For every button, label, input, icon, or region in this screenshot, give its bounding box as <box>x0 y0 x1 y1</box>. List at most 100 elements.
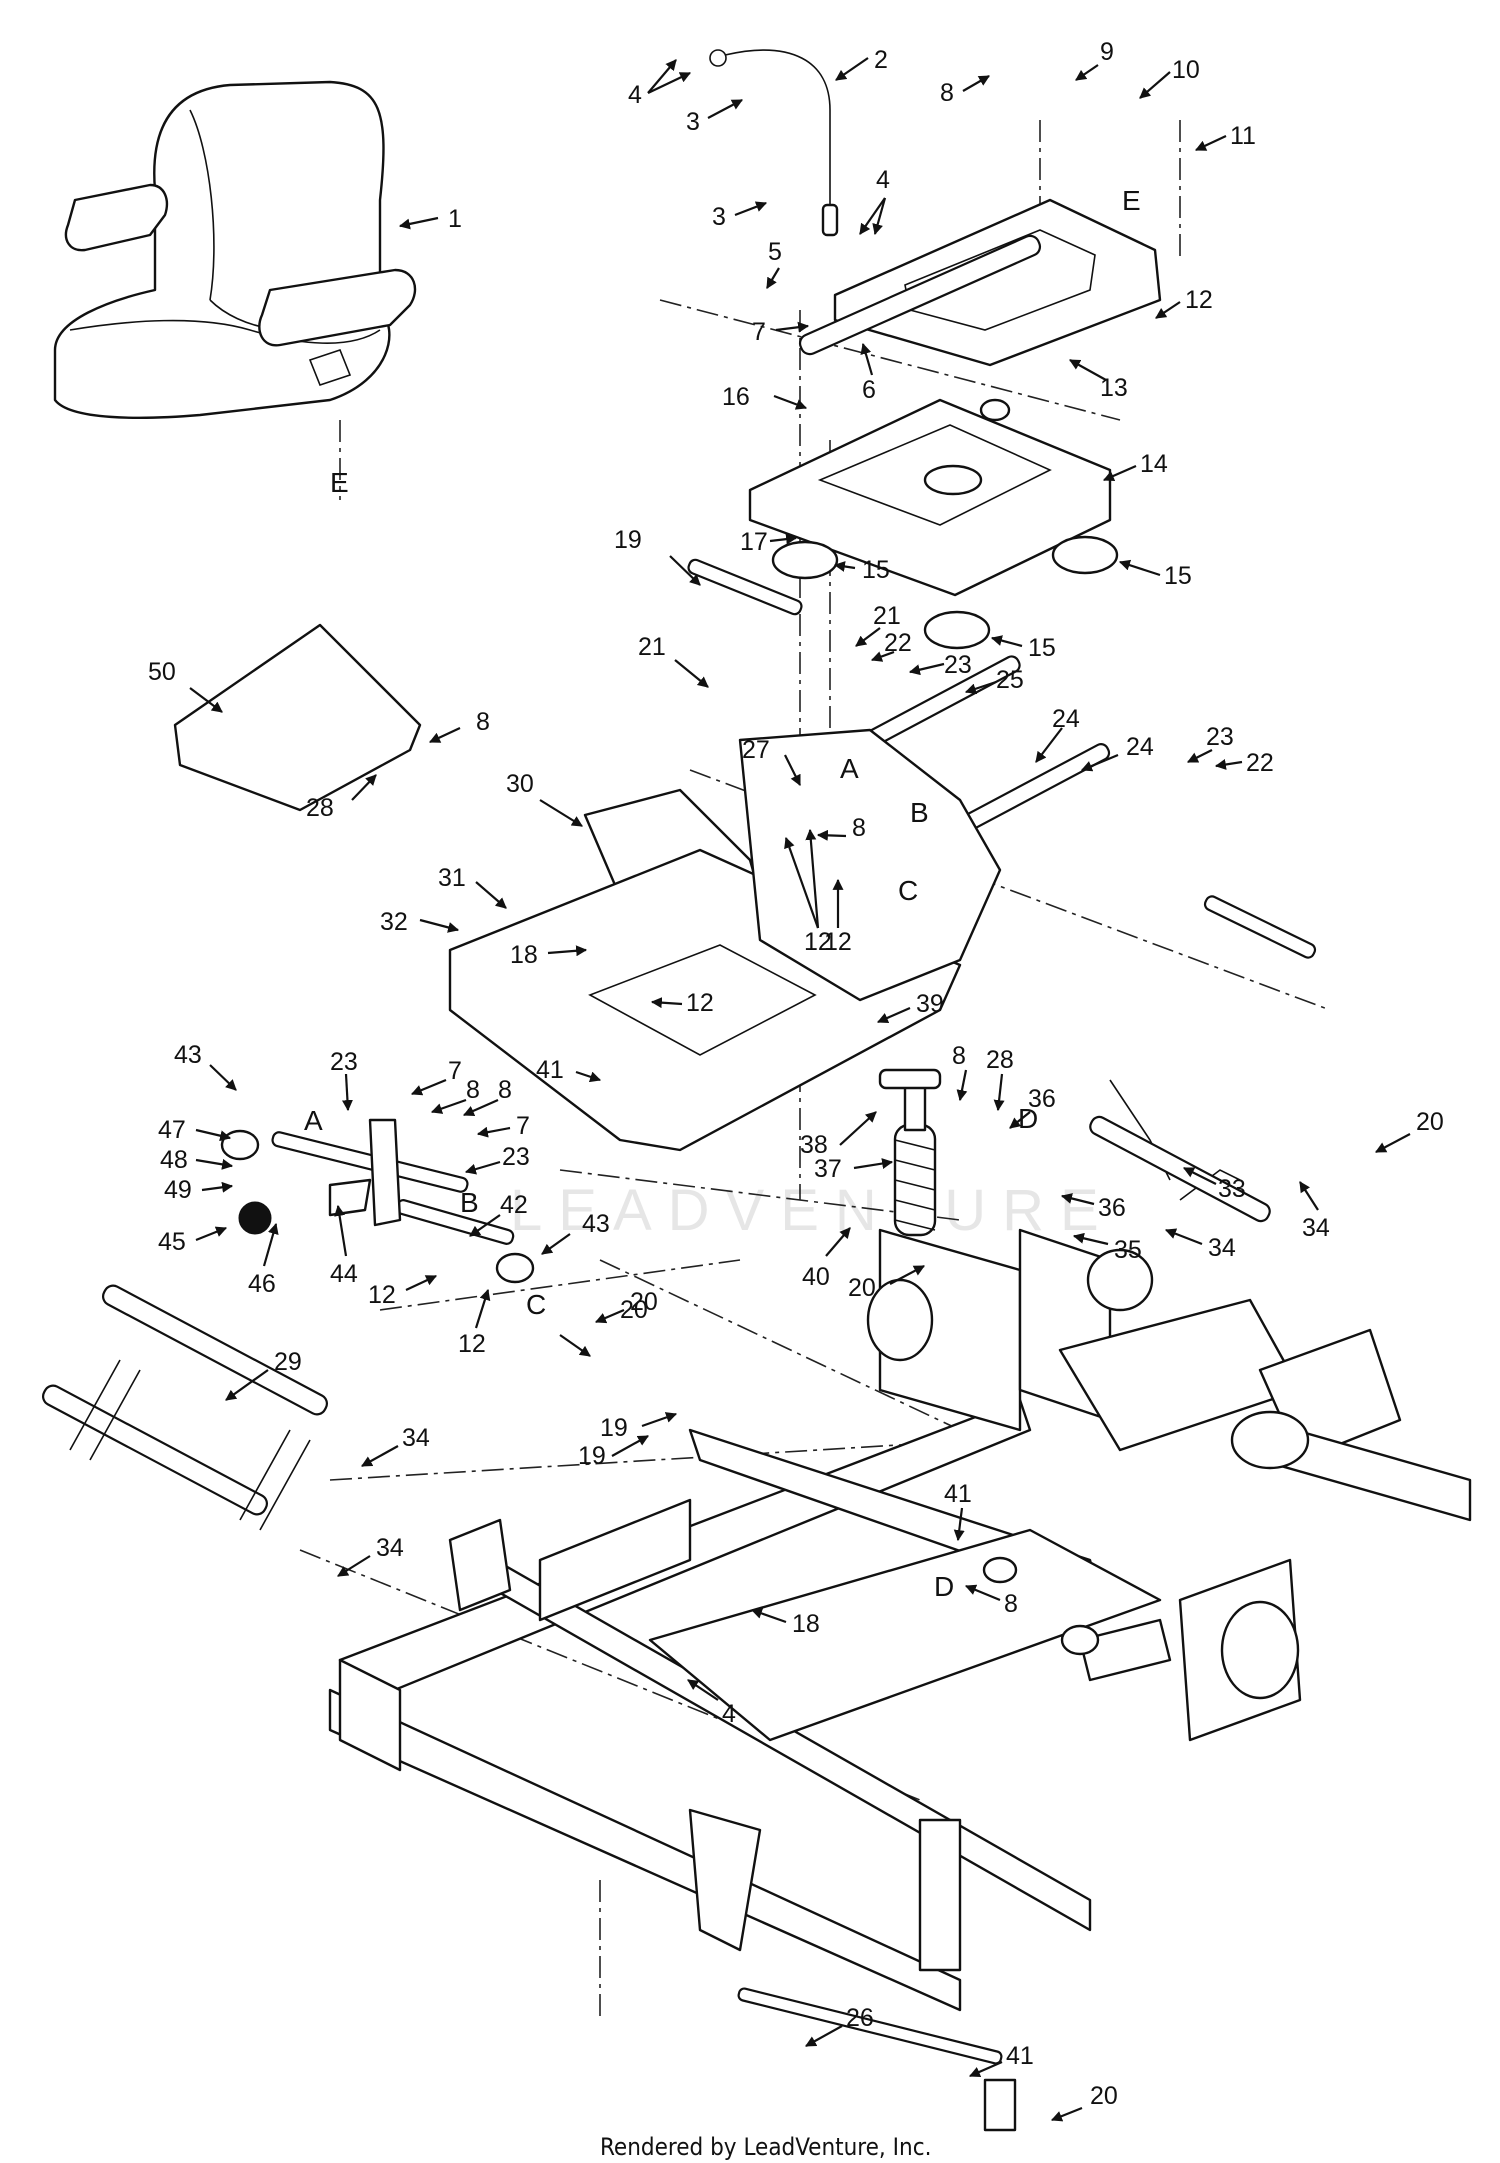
callout-label: 50 <box>148 658 176 686</box>
long-rod-part <box>737 1987 1017 2132</box>
callout-label: 19 <box>614 526 642 554</box>
cable-part <box>709 49 839 237</box>
callout-label: 34 <box>376 1534 404 1562</box>
callout-label: 43 <box>582 1210 610 1238</box>
callout-label: 8 <box>1004 1590 1018 1618</box>
callout-label: 36 <box>1028 1085 1056 1113</box>
callout-label: 38 <box>800 1131 828 1159</box>
seat-plate-part <box>798 198 1162 367</box>
callout-label: 39 <box>916 990 944 1018</box>
callout-label: 21 <box>638 633 666 661</box>
callout-label: 33 <box>1218 1175 1246 1203</box>
callout-label: 42 <box>500 1191 528 1219</box>
callout-label: 15 <box>1028 634 1056 662</box>
callout-label: 31 <box>438 864 466 892</box>
callout-label: 12 <box>824 928 852 956</box>
callout-label: 22 <box>884 629 912 657</box>
callout-label: 3 <box>686 108 700 136</box>
callout-label: 8 <box>476 708 490 736</box>
callout-label: 3 <box>712 203 726 231</box>
callout-label: 26 <box>846 2004 874 2032</box>
callout-label: 8 <box>852 814 866 842</box>
shock-absorber-part <box>878 1068 942 1237</box>
callout-label: 7 <box>448 1057 462 1085</box>
callout-label: 28 <box>306 794 334 822</box>
callout-label: 20 <box>1416 1108 1444 1136</box>
ref-label: D <box>934 1571 954 1602</box>
callout-label: 20 <box>848 1274 876 1302</box>
footer-credit: Rendered by LeadVenture, Inc. <box>600 2133 931 2161</box>
ref-label: C <box>526 1289 546 1320</box>
callout-label: 12 <box>1185 286 1213 314</box>
callout-label: 32 <box>380 908 408 936</box>
callout-label: 25 <box>996 666 1024 694</box>
callout-label: 41 <box>944 1480 972 1508</box>
callout-label: 47 <box>158 1116 186 1144</box>
ref-label: A <box>840 753 859 784</box>
callout-label: 10 <box>1172 56 1200 84</box>
callout-label: 8 <box>940 79 954 107</box>
ref-label: A <box>304 1105 323 1136</box>
callout-label: 41 <box>1006 2042 1034 2070</box>
callout-label: 5 <box>768 238 782 266</box>
callout-label: 35 <box>1114 1236 1142 1264</box>
callout-label: 20 <box>630 1288 658 1316</box>
callout-label: 12 <box>804 928 832 956</box>
callouts: 1 2 3 3 4 4 5 6 7 8 9 10 11 12 13 14 <box>148 38 1444 2122</box>
ref-label: C <box>898 875 918 906</box>
callout-label: 12 <box>686 989 714 1017</box>
callout-label: 22 <box>1246 749 1274 777</box>
ref-label: B <box>460 1187 479 1218</box>
callout-label: 8 <box>952 1042 966 1070</box>
callout-label: 23 <box>944 651 972 679</box>
plug-45-icon <box>238 1201 272 1235</box>
callout-label: 23 <box>502 1143 530 1171</box>
callout-label: 45 <box>158 1228 186 1256</box>
main-frame-part <box>328 1228 1472 2012</box>
callout-label: 24 <box>1126 733 1154 761</box>
callout-label: 11 <box>1230 122 1256 150</box>
callout-label: 9 <box>1100 38 1114 66</box>
callout-label: 19 <box>600 1414 628 1442</box>
callout-label: 48 <box>160 1146 188 1174</box>
callout-label: 8 <box>498 1076 512 1104</box>
callout-label: 12 <box>458 1330 486 1358</box>
callout-label: 36 <box>1098 1194 1126 1222</box>
callout-label: 17 <box>740 528 768 556</box>
callout-label: 28 <box>986 1046 1014 1074</box>
callout-label: 15 <box>862 556 890 584</box>
callout-label: 18 <box>510 941 538 969</box>
callout-label: 23 <box>1206 723 1234 751</box>
callout-label: 41 <box>536 1056 564 1084</box>
frame-rod-part <box>42 1284 328 1531</box>
callout-label: 4 <box>876 166 890 194</box>
callout-label: 14 <box>1140 450 1168 478</box>
callout-label: 8 <box>466 1076 480 1104</box>
watermark: LEADVENTURE <box>510 1178 1115 1243</box>
ref-label: E <box>330 467 349 498</box>
rubber-mount-parts <box>771 535 1119 650</box>
callout-label: 34 <box>1302 1214 1330 1242</box>
callout-label: 1 <box>448 205 462 233</box>
callout-label: 24 <box>1052 705 1080 733</box>
callout-label: 34 <box>402 1424 430 1452</box>
callout-label: 12 <box>368 1281 396 1309</box>
callout-label: 49 <box>164 1176 192 1204</box>
callout-label: 44 <box>330 1260 358 1288</box>
callout-label: 46 <box>248 1270 276 1298</box>
callout-label: 15 <box>1164 562 1192 590</box>
callout-label: 13 <box>1100 374 1128 402</box>
callout-label: 16 <box>722 383 750 411</box>
callout-label: 27 <box>742 736 770 764</box>
callout-label: 40 <box>802 1263 830 1291</box>
callout-label: 2 <box>874 46 888 74</box>
assembly-refs: A A B B C C D D E E <box>304 185 1141 1602</box>
ref-label: D <box>1018 1103 1038 1134</box>
callout-label: 20 <box>620 1296 648 1324</box>
foot-bar-part <box>1089 1079 1271 1223</box>
slide-plate-part <box>748 398 1112 597</box>
callout-label: 7 <box>752 318 766 346</box>
left-linkage-parts <box>220 1118 535 1284</box>
callout-label: 4 <box>722 1700 736 1728</box>
callout-label: 21 <box>873 602 901 630</box>
